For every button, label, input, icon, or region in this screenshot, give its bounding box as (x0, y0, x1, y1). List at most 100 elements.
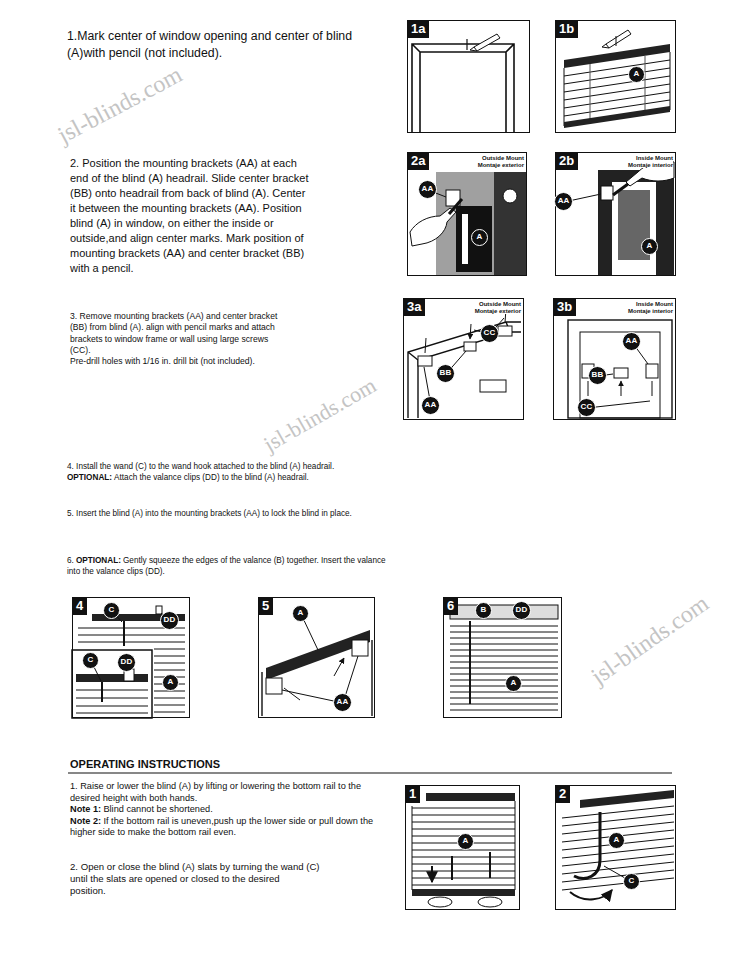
watermark: jsl-blinds.com (53, 61, 186, 149)
lens (503, 189, 517, 203)
instruction-step: 4. Install the wand (C) to the wand hook… (67, 462, 334, 471)
emphasis-label: OPTIONAL: (67, 473, 112, 482)
instruction-step: 1. Raise or lower the blind (A) by lifti… (70, 781, 361, 803)
pencil (602, 30, 631, 48)
window-recess (598, 170, 674, 275)
callout-label: AA (558, 197, 570, 205)
step-number: 5 (259, 598, 273, 615)
center-mark (616, 36, 617, 46)
callout-label: BB (440, 369, 452, 377)
figure-panel: 2AC (555, 785, 676, 910)
wand-hook (101, 682, 103, 702)
step-number: 1a (408, 21, 429, 38)
bottom-rail (564, 106, 670, 128)
figure-panel: 3aOutside Mount Montaje exteriorCCBBAA (403, 298, 524, 420)
callout-letter: C (623, 873, 640, 890)
text-line: 2. Open or close the blind (A) slats by … (70, 861, 320, 896)
step-number: 4 (73, 598, 87, 615)
instruction-text: 2. Open or close the blind (A) slats by … (70, 861, 320, 896)
callout-label: A (511, 679, 517, 687)
pencil (449, 199, 462, 214)
outside-bracket-figure (408, 308, 521, 418)
figure-panel: 2bInside Mount Montaje interiorAAA (555, 152, 676, 276)
instruction-step: If the bottom rail is uneven,push up the… (70, 816, 373, 838)
wand-figure (72, 606, 185, 718)
callout-letter: C (82, 652, 99, 669)
callout-letter: A (628, 66, 645, 83)
step-number: 3b (554, 299, 576, 316)
turn-arrow (570, 890, 612, 899)
text-line: 1.Mark center of window opening and cent… (67, 28, 367, 61)
blind-slats (412, 808, 515, 885)
center-bracket (464, 342, 476, 351)
callout-label: C (629, 877, 635, 885)
hand (428, 897, 452, 907)
callout-label: A (647, 242, 653, 250)
callout-letter: C (103, 602, 120, 619)
text-line: OPERATING INSTRUCTIONS (70, 757, 370, 771)
callout-letter: CC (480, 324, 499, 343)
instruction-text: 1. Raise or lower the blind (A) by lifti… (70, 781, 392, 839)
callout-letter: DD (117, 653, 136, 672)
callout-letter: DD (512, 601, 531, 620)
center-bracket (614, 368, 628, 378)
screw-arrows (425, 308, 506, 353)
callout-letter: A (608, 832, 625, 849)
bottom-rail (412, 889, 515, 896)
callout-label: B (481, 606, 487, 614)
callout-label: CC (484, 329, 496, 337)
instruction-text: 1.Mark center of window opening and cent… (67, 28, 367, 61)
callout-letter: AA (421, 396, 440, 415)
motion-arrows (432, 852, 490, 882)
callout-letter: AA (333, 693, 352, 712)
instruction-text: 4. Install the wand (C) to the wand hook… (67, 461, 487, 483)
instruction-text: 3. Remove mounting brackets (AA) and cen… (70, 311, 285, 367)
figure-panel: 3bInside Mount Montaje interiorAABBCC (553, 298, 676, 420)
callout-label: A (168, 678, 174, 686)
callout-label: DD (121, 658, 133, 666)
figure-panel: 5AAA (258, 597, 375, 718)
instruction-step: 6. (67, 556, 74, 565)
blind-headrail (564, 44, 670, 68)
blind-highlight (462, 214, 468, 264)
bracket (418, 356, 432, 366)
instruction-step: Attach the valance clips (DD) to the bli… (114, 473, 309, 482)
step-number: 3a (404, 299, 425, 316)
step-number: 2b (556, 153, 578, 170)
callout-label: A (634, 70, 640, 78)
text-line: 6.OPTIONAL:Gently squeeze the edges of t… (67, 555, 397, 577)
wand (123, 621, 125, 646)
blind-end (456, 206, 492, 272)
mount-note: Outside Mount Montaje exterior (464, 155, 524, 168)
callout-label: AA (425, 401, 437, 409)
bracket-detail (480, 380, 506, 392)
figure-panel: 1a (407, 20, 530, 133)
emphasis-label: Note 1: (70, 804, 101, 814)
callout-letter: A (162, 674, 179, 691)
window-figure (412, 34, 514, 133)
leader-lines (424, 318, 504, 406)
text-line: 2. Position the mounting brackets (AA) a… (70, 156, 310, 276)
window-inner (580, 332, 660, 418)
instruction-step: 2. Position the mounting brackets (AA) a… (70, 157, 308, 274)
blind-headrail (580, 790, 674, 808)
callout-label: A (298, 609, 304, 617)
callout-label: A (614, 836, 620, 844)
hand (478, 897, 502, 907)
step-number: 1b (556, 21, 578, 38)
insert-blind-figure (262, 614, 372, 716)
instruction-step: OPERATING INSTRUCTIONS (70, 758, 220, 770)
instruction-step: 2. Open or close the blind (A) slats by … (70, 861, 320, 896)
step-number: 2a (408, 153, 429, 170)
valance-clip (156, 606, 162, 614)
mount-note: Inside Mount Montaje interior (613, 155, 673, 168)
text-line: Note 2:If the bottom rail is uneven,push… (70, 816, 392, 839)
window-trim (494, 172, 527, 276)
callout-letter: B (475, 602, 492, 619)
callout-label: CC (581, 403, 593, 411)
wall (436, 172, 527, 276)
callout-label: DD (164, 616, 176, 624)
text-line: 5. Insert the blind (A) into the mountin… (67, 508, 487, 519)
wand (574, 812, 600, 878)
